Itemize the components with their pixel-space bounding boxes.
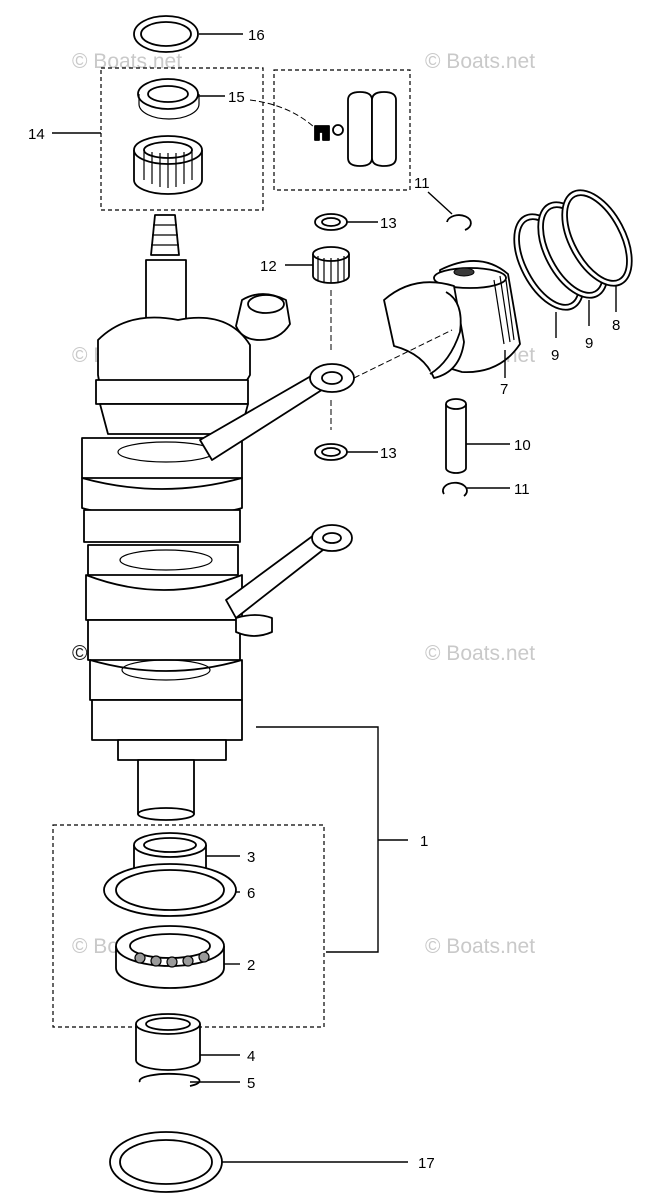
callout-16: 16 <box>248 27 265 44</box>
lower-bearing-kit-box <box>52 824 325 1028</box>
part-10-piston-pin <box>445 398 467 474</box>
callout-1: 1 <box>420 833 428 850</box>
callout-13-lower: 13 <box>380 445 397 462</box>
callout-labels: 16 15 14 11 13 12 8 9 9 7 10 13 11 1 3 6… <box>28 27 620 1172</box>
callout-3: 3 <box>247 849 255 866</box>
callout-11-lower: 11 <box>514 481 530 498</box>
callout-13-upper: 13 <box>380 215 397 232</box>
sealant-icon <box>314 91 397 167</box>
part-11-circlip-upper <box>446 214 472 231</box>
part-11-circlip-lower <box>442 481 468 497</box>
callout-7: 7 <box>500 381 508 398</box>
callout-4: 4 <box>247 1048 255 1065</box>
callout-2: 2 <box>247 957 255 974</box>
watermark: © Boats.net <box>425 642 535 665</box>
part-14-needle-bearing <box>133 135 203 195</box>
part-13-washer-lower <box>314 443 348 461</box>
sealant-instruction-box <box>273 69 411 191</box>
callout-5: 5 <box>247 1075 255 1092</box>
part-1-crankshaft <box>81 214 291 821</box>
part-16-seal-ring <box>133 15 199 53</box>
part-2-ball-bearing <box>115 925 225 989</box>
part-13-washer-upper <box>314 213 348 231</box>
part-12-needle-bearing <box>312 246 350 284</box>
callout-10: 10 <box>514 437 531 454</box>
part-15-ball-bearing <box>137 78 200 120</box>
callout-14: 14 <box>28 126 45 143</box>
callout-11-upper: 11 <box>414 175 430 192</box>
connecting-rod-lower <box>225 524 353 637</box>
callout-12: 12 <box>260 258 277 275</box>
callout-9-front: 9 <box>551 347 559 364</box>
part-8-piston-ring-back <box>561 189 633 287</box>
callout-17: 17 <box>418 1155 435 1172</box>
bracket-1 <box>256 726 379 953</box>
part-17-seal-ring <box>109 1131 223 1193</box>
connecting-rod-upper <box>199 363 355 461</box>
bearing-kit-box <box>100 67 264 211</box>
callout-15: 15 <box>228 89 245 106</box>
callout-8: 8 <box>612 317 620 334</box>
part-5-snap-ring <box>138 1072 201 1087</box>
watermark: © Boats.net <box>425 50 535 73</box>
part-7-piston <box>383 260 521 379</box>
watermark: © Boats.net <box>425 935 535 958</box>
part-4-roller-bearing <box>135 1013 201 1071</box>
callout-6: 6 <box>247 885 255 902</box>
part-6-thrust-washer <box>103 863 237 917</box>
callout-9-middle: 9 <box>585 335 593 352</box>
watermark: © Boats.net <box>72 50 182 73</box>
